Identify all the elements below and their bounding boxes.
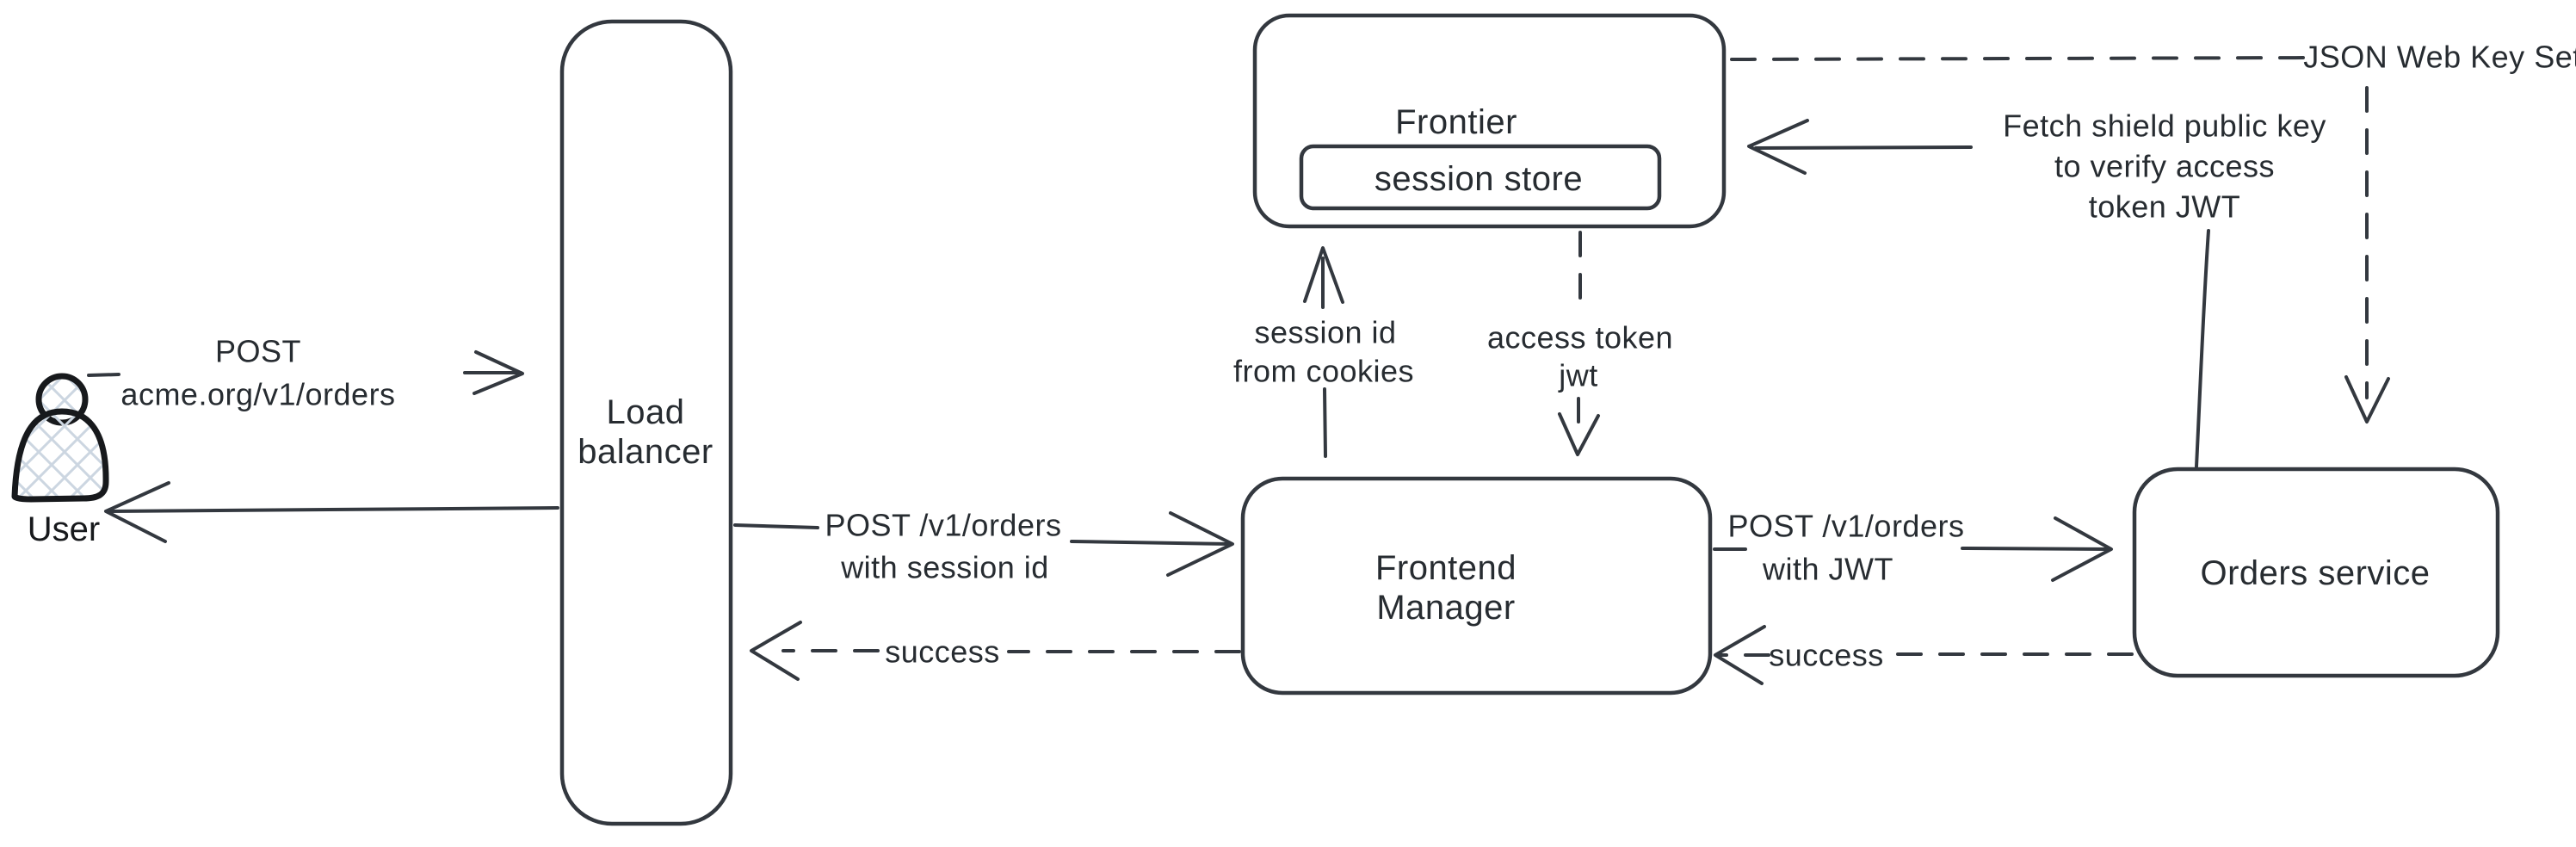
session-store-label: session store [1374, 160, 1583, 198]
frontend-manager-label-line1: Frontend [1375, 549, 1517, 587]
user-label: User [28, 510, 100, 548]
fm-to-os-label-line1: POST /v1/orders [1728, 509, 1965, 544]
fm-to-frontier-label-line1: session id [1254, 315, 1396, 350]
jwks-label: JSON Web Key Set [2303, 40, 2576, 75]
lb-to-fm-label-line1: POST /v1/orders [825, 508, 1062, 543]
fm-to-lb-success-label: success [885, 634, 1000, 670]
frontier-label: Frontier [1395, 103, 1517, 141]
lb-to-fm-label-line2: with session id [840, 550, 1049, 585]
arrow-load-balancer-to-user [104, 481, 559, 543]
session-store-node [1299, 144, 1662, 211]
user-to-lb-label-line1: POST [215, 334, 301, 369]
arrow-user-to-load-balancer [87, 350, 524, 395]
arrow-orders-service-to-frontier [1747, 119, 2210, 468]
arrow-frontend-manager-to-load-balancer-success [750, 621, 1241, 681]
arrow-frontend-manager-to-frontier [1303, 246, 1344, 458]
frontier-to-fm-label-line2: jwt [1558, 358, 1598, 393]
arrow-load-balancer-to-frontend-manager [733, 511, 1234, 577]
fm-to-os-label-line2: with JWT [1762, 552, 1893, 587]
orders-service-label: Orders service [2200, 554, 2430, 592]
load-balancer-label-line2: balancer [578, 433, 713, 471]
os-to-frontier-label-line3: token JWT [2089, 189, 2241, 225]
orders-service-node [2132, 467, 2500, 678]
fm-to-frontier-label-line2: from cookies [1233, 354, 1414, 389]
os-to-frontier-label-line2: to verify access [2054, 149, 2275, 184]
frontend-manager-label-line2: Manager [1376, 589, 1515, 627]
arrow-frontier-to-frontend-manager [1558, 231, 1600, 456]
os-to-fm-success-label: success [1769, 638, 1884, 673]
load-balancer-label-line1: Load [607, 393, 685, 431]
user-to-lb-label-line2: acme.org/v1/orders [120, 377, 395, 412]
arrow-frontend-manager-to-orders-service [1713, 516, 2113, 582]
frontier-to-fm-label-line1: access token [1487, 320, 1673, 355]
user-icon [11, 373, 109, 503]
frontend-manager-node [1240, 476, 1713, 696]
load-balancer-node [559, 19, 733, 826]
line-frontier-to-jwks [1730, 56, 2317, 61]
os-to-frontier-label-line1: Fetch shield public key [2003, 108, 2326, 144]
arrow-jwks-to-orders-service [2344, 86, 2390, 424]
arrow-orders-service-to-frontend-manager-success [1714, 625, 2134, 685]
user-body-icon [11, 408, 109, 503]
